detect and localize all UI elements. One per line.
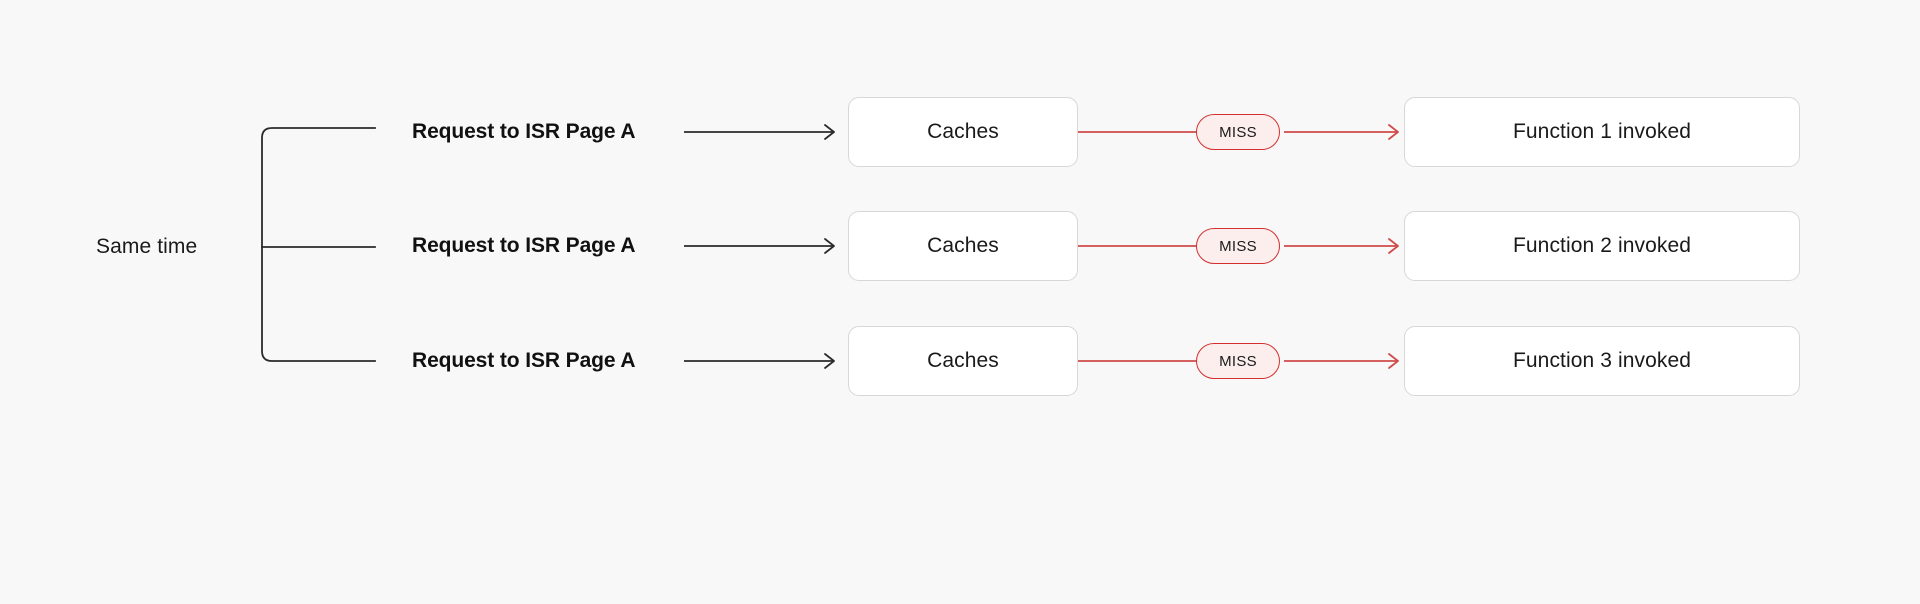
request-label: Request to ISR Page A bbox=[412, 120, 636, 143]
caches-label: Caches bbox=[927, 120, 999, 143]
function-invoked-label: Function 2 invoked bbox=[1512, 234, 1692, 257]
diagram-row: Request to ISR Page A Caches MISS Functi… bbox=[0, 316, 1920, 406]
cache-miss-connector bbox=[1078, 211, 1406, 281]
miss-status-badge: MISS bbox=[1196, 343, 1280, 379]
function-invoked-box: Function 1 invoked bbox=[1404, 97, 1800, 167]
function-invoked-box: Function 3 invoked bbox=[1404, 326, 1800, 396]
request-label: Request to ISR Page A bbox=[412, 349, 636, 372]
request-label: Request to ISR Page A bbox=[412, 234, 636, 257]
caches-box: Caches bbox=[848, 326, 1078, 396]
arrow-right-icon bbox=[684, 124, 835, 140]
cache-miss-connector bbox=[1078, 326, 1406, 396]
function-invoked-label: Function 3 invoked bbox=[1512, 349, 1692, 372]
same-time-label: Same time bbox=[96, 235, 198, 258]
cache-miss-connector bbox=[1078, 97, 1406, 167]
miss-label: MISS bbox=[1219, 123, 1257, 141]
arrow-right-icon bbox=[684, 238, 835, 254]
function-invoked-label: Function 1 invoked bbox=[1512, 120, 1692, 143]
diagram-row: Request to ISR Page A Caches MISS Functi… bbox=[0, 87, 1920, 177]
caches-box: Caches bbox=[848, 211, 1078, 281]
miss-status-badge: MISS bbox=[1196, 228, 1280, 264]
caches-label: Caches bbox=[927, 234, 999, 257]
diagram-row: Request to ISR Page A Caches MISS Functi… bbox=[0, 201, 1920, 291]
caches-label: Caches bbox=[927, 349, 999, 372]
miss-status-badge: MISS bbox=[1196, 114, 1280, 150]
function-invoked-box: Function 2 invoked bbox=[1404, 211, 1800, 281]
miss-label: MISS bbox=[1219, 237, 1257, 255]
miss-label: MISS bbox=[1219, 352, 1257, 370]
caches-box: Caches bbox=[848, 97, 1078, 167]
arrow-right-icon bbox=[684, 353, 835, 369]
